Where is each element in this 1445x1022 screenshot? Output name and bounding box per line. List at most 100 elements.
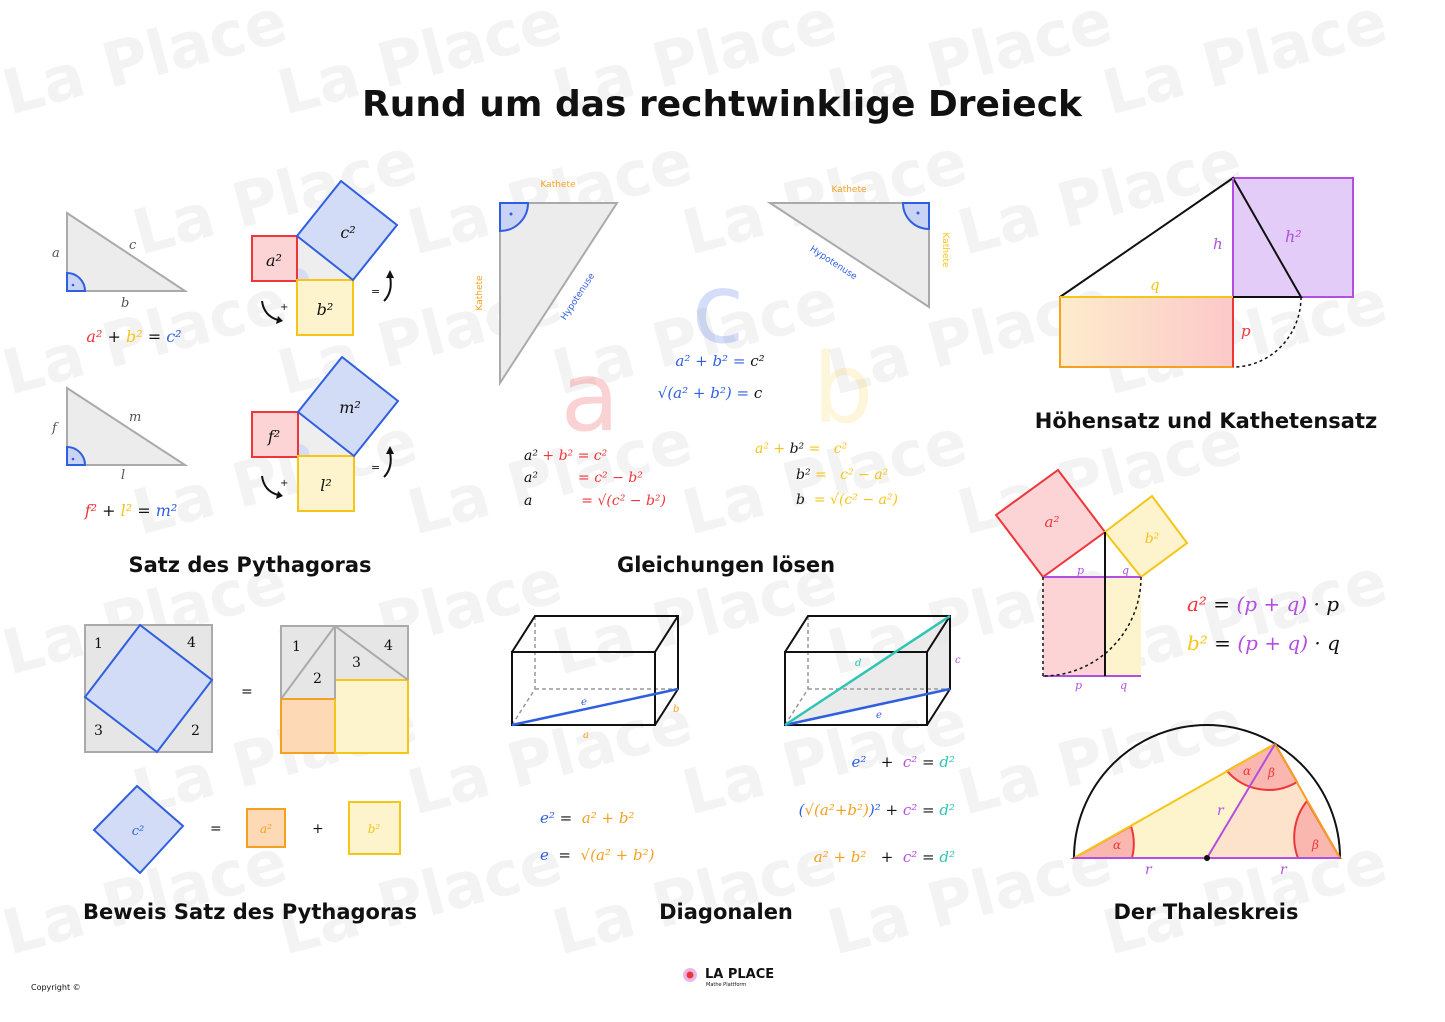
squares-flm: f² l² m² + = — [251, 355, 400, 512]
formula-term: c — [754, 384, 763, 402]
formula-term: · q — [1308, 631, 1340, 655]
formula-term: √(a² + b²) — [658, 384, 732, 402]
hoehensatz-section: q h h² p Höhensatz und Kathetensatz a² b… — [994, 176, 1377, 692]
r-label: r — [1145, 862, 1153, 878]
formula-term: ( — [799, 801, 806, 819]
alpha-label: α — [1243, 764, 1251, 778]
formula: a² = (p + q) · p — [1187, 592, 1339, 616]
formula: f² + l² = m² — [84, 501, 178, 520]
square-label: m² — [339, 398, 361, 417]
section-title: Gleichungen lösen — [617, 553, 835, 577]
watermark-text: La Place — [1095, 0, 1394, 129]
beweis-section: 1 4 3 2 = 1 2 3 4 c² = a² + b² Beweis Sa… — [83, 623, 417, 924]
formula-term: e² — [540, 809, 555, 827]
plus-sign: + — [312, 821, 324, 837]
formula: √(a² + b²) = c — [658, 384, 763, 402]
e-label: e — [581, 697, 587, 708]
formula-term: a² + b² — [814, 848, 867, 866]
square-label: l² — [320, 476, 332, 495]
formula-term: c² — [903, 848, 917, 866]
number-label: 2 — [191, 723, 200, 739]
formula: a² + b² = c² — [755, 441, 848, 457]
number-label: 2 — [313, 671, 322, 687]
pythagoras-section: a c b a² + b² = c² a² b² c² + = f m — [51, 179, 400, 577]
section-title: Höhensatz und Kathetensatz — [1035, 409, 1377, 433]
formula-term: f² — [84, 501, 97, 520]
equals-sign: = — [371, 285, 380, 298]
kathete-label: Kathete — [831, 185, 867, 195]
number-label: 3 — [94, 723, 103, 739]
big-letter: a — [561, 341, 620, 453]
beta-label: β — [1311, 838, 1319, 852]
b-label: b — [673, 704, 679, 715]
equals-sign: = — [241, 684, 253, 700]
h-label: h — [1213, 235, 1223, 253]
q-label: q — [1150, 276, 1160, 294]
big-letter: c — [692, 253, 745, 365]
kathete-label: Kathete — [475, 275, 485, 311]
formula-term: = — [555, 809, 582, 827]
big-letter: b — [813, 333, 874, 445]
formula-term: b² — [1187, 631, 1208, 655]
formula-term: a² + — [755, 441, 790, 457]
side-label: l — [121, 468, 125, 483]
formula-term: a² — [1187, 592, 1207, 616]
r-label: r — [1217, 803, 1225, 819]
square-label: a² — [1045, 513, 1060, 531]
c-label: c — [955, 655, 961, 666]
formula-term: = c² — [804, 441, 847, 457]
formula: a² + b² + c² = d² — [814, 848, 955, 866]
formula-term: + — [881, 801, 903, 819]
q-label: q — [1120, 679, 1127, 692]
formula: e² + c² = d² — [852, 753, 955, 771]
p-label: p — [1241, 322, 1251, 340]
diagonalen-section: e b a c d e e² = a² + b² e = √(a² + b²) … — [511, 614, 961, 924]
formula-term: b — [796, 492, 805, 508]
number-label: 4 — [384, 638, 393, 654]
plus-sign: + — [280, 478, 288, 489]
side-label: a — [52, 246, 60, 261]
formula-term: = c² − a² — [811, 467, 889, 483]
square-label: a² — [266, 251, 282, 270]
formula-term: √(a² + b²) — [581, 846, 655, 864]
formula-term: m² — [156, 501, 178, 520]
square-label: f² — [267, 427, 280, 446]
formula: a² + b² = c² — [675, 352, 764, 370]
formula-term: a — [524, 493, 532, 509]
cuboid-1: e b a — [511, 615, 679, 741]
p-label: p — [1077, 564, 1084, 577]
formula-term: c² — [750, 352, 764, 370]
formula-term: = c² − b² — [538, 470, 643, 486]
formula: b² = (p + q) · q — [1187, 631, 1340, 655]
logo-text: LA PLACE — [705, 967, 774, 982]
number-label: 4 — [187, 635, 196, 651]
formula-term: b² — [712, 352, 728, 370]
formula: a = √(c² − b²) — [524, 493, 666, 509]
formula-term: b² — [790, 441, 805, 457]
formula-term: · p — [1307, 592, 1339, 616]
side-label: c — [129, 238, 137, 253]
formula-term: e² — [852, 753, 867, 771]
plus-sign: + — [280, 302, 288, 313]
section-title: Der Thaleskreis — [1114, 900, 1299, 924]
formula-term: = — [143, 327, 167, 346]
e-label: e — [876, 710, 882, 721]
formula-term: √(a²+b²) — [804, 801, 869, 819]
square-label: a² — [260, 822, 272, 836]
equals-sign: = — [371, 461, 380, 474]
kathetensatz-figure: a² b² p q p q — [994, 468, 1189, 692]
formula-term: = — [549, 846, 581, 864]
formula-term: + — [690, 352, 712, 370]
h2-label: h² — [1285, 227, 1302, 246]
number-label: 1 — [94, 636, 103, 652]
formula-term: d² — [939, 801, 955, 819]
formula-term: = — [917, 753, 939, 771]
a-label: a — [583, 730, 589, 741]
kathete-label: Kathete — [940, 232, 950, 268]
page-title: Rund um das rechtwinklige Dreieck — [362, 84, 1083, 125]
curved-arrow-icon — [261, 300, 279, 321]
number-label: 1 — [292, 639, 301, 655]
formula: (√(a²+b²))² + c² = d² — [799, 801, 955, 819]
right-angle-marker — [66, 271, 87, 292]
